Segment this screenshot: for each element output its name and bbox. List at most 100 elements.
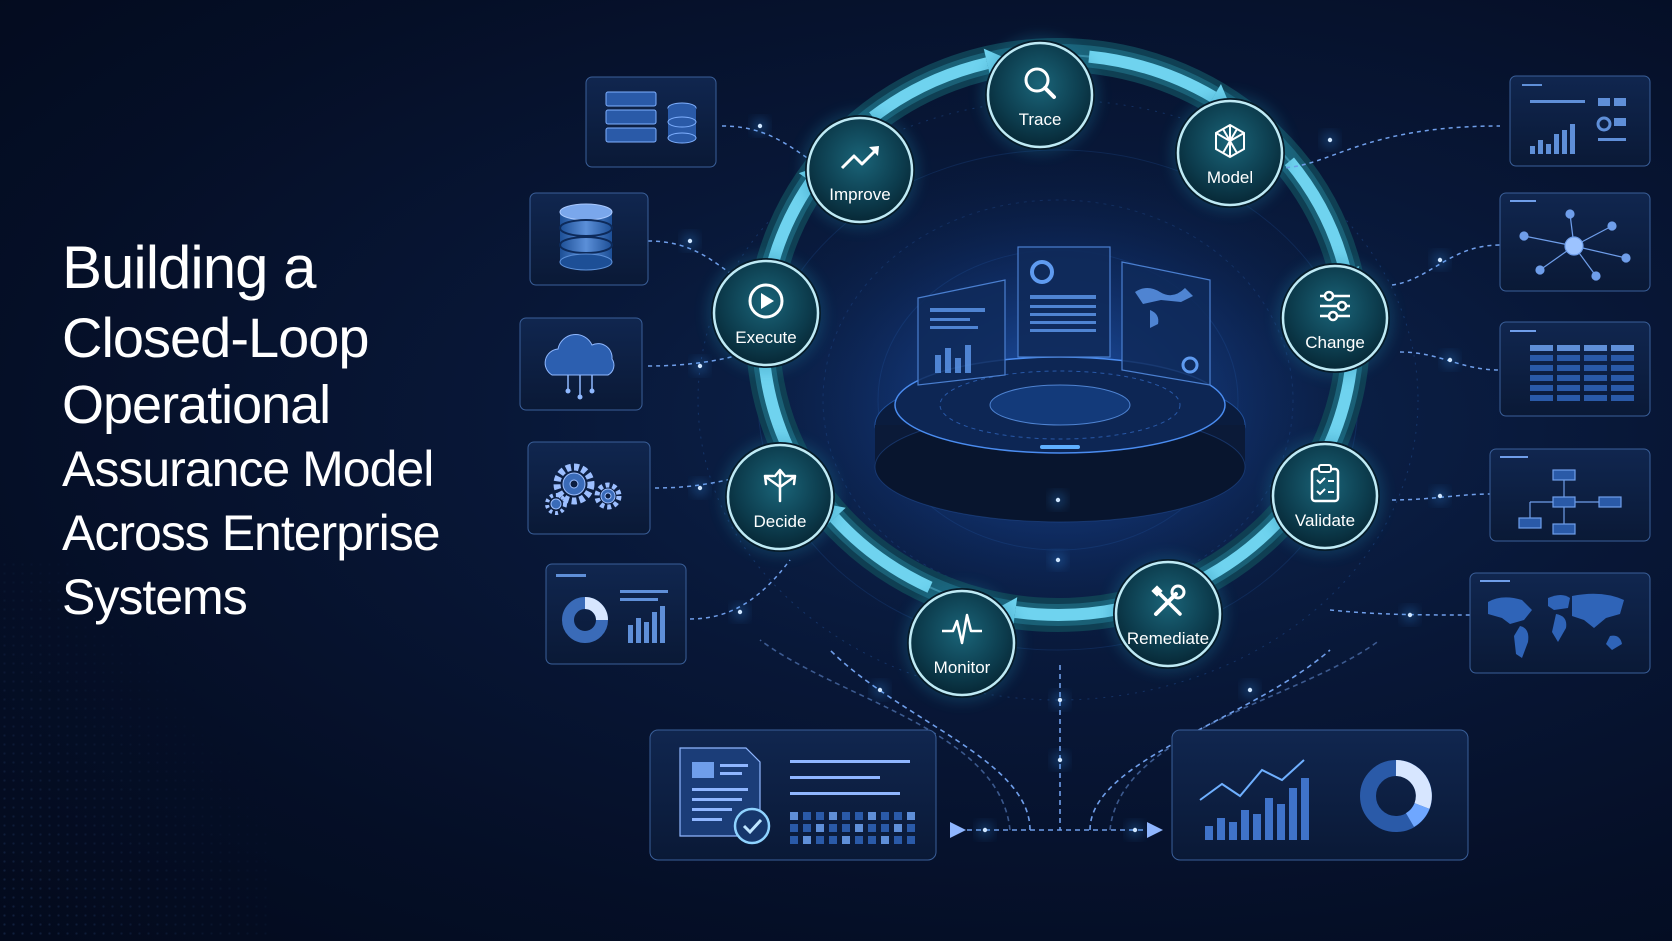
report-grid-cell: [907, 836, 915, 844]
table-cell: [1557, 345, 1580, 351]
table-cell: [1584, 395, 1607, 401]
report-grid-cell: [894, 836, 902, 844]
arrows-split-icon: [763, 468, 797, 503]
glow-dot-core: [877, 687, 883, 693]
stage-node-decide: Decide: [720, 437, 840, 557]
clipboard-check-icon: [1310, 464, 1340, 503]
flow-arrow-shaft: [869, 57, 989, 122]
stage-node-remediate: Remediate: [1108, 554, 1228, 674]
table-cell: [1611, 355, 1634, 361]
glow-dot-core: [737, 609, 743, 615]
right-panel-flow: [1489, 448, 1651, 542]
report-grid-cell: [868, 836, 876, 844]
stage-node-trace: Trace: [980, 35, 1100, 155]
report-grid-cell: [842, 836, 850, 844]
glow-dot-core: [1055, 497, 1061, 503]
report-grid-cell: [855, 836, 863, 844]
report-grid-cell: [803, 812, 811, 820]
left-panel-gears: [527, 441, 651, 535]
glow-dot-core: [1327, 137, 1333, 143]
right-panel-bars: [1509, 75, 1651, 167]
flowchart-icon: [1500, 456, 1622, 535]
table-cell: [1557, 395, 1580, 401]
table-cell: [1611, 385, 1634, 391]
glow-dot-core: [687, 238, 693, 244]
glow-dot-core: [1057, 757, 1063, 763]
report-grid-cell: [868, 812, 876, 820]
title-line-3: Operational: [62, 375, 331, 435]
analytics-dashboard-icon: [556, 574, 668, 643]
data-table-icon: [1510, 330, 1634, 401]
report-grid-cell: [829, 812, 837, 820]
server-rack-icon: [605, 91, 697, 144]
bar-dashboard-icon: [1522, 84, 1626, 154]
sliders-icon: [1320, 290, 1350, 322]
report-grid-cell: [842, 812, 850, 820]
table-cell: [1557, 385, 1580, 391]
right-panel-graph: [1499, 192, 1651, 292]
table-cell: [1584, 375, 1607, 381]
report-grid-cell: [907, 812, 915, 820]
cloud-network-icon: [544, 334, 615, 400]
stage-node-model: Model: [1170, 93, 1290, 213]
report-grid-cell: [881, 812, 889, 820]
report-grid-cell: [816, 824, 824, 832]
node-face: [806, 116, 914, 224]
dot-grid-decoration: [0, 560, 270, 941]
central-platform: [874, 246, 1246, 523]
table-cell: [1584, 365, 1607, 371]
report-grid-cell: [894, 824, 902, 832]
trend-up-icon: [840, 146, 879, 170]
glow-dot-core: [1447, 357, 1453, 363]
stage-label: Decide: [754, 512, 807, 531]
left-panel-server: [585, 76, 717, 168]
glow-dot-core: [1437, 493, 1443, 499]
tools-icon: [1151, 584, 1186, 616]
report-grid-cell: [855, 824, 863, 832]
stage-label: Remediate: [1127, 629, 1209, 648]
title-line-5: Across Enterprise: [62, 505, 441, 561]
page-title: Building a Closed-Loop Operational Assur…: [62, 234, 532, 623]
glow-dot-core: [1247, 687, 1253, 693]
glow-dot-core: [1057, 697, 1063, 703]
flow-arrow-shaft: [830, 513, 933, 593]
glow-dot-core: [1437, 257, 1443, 263]
left-panel-analytics: [545, 563, 687, 665]
bottom-panel-report: [649, 729, 937, 861]
connector-dots: [684, 120, 1456, 836]
database-icon: [559, 203, 613, 271]
glow-dot-core: [697, 363, 703, 369]
table-cell: [1557, 375, 1580, 381]
report-grid-cell: [868, 824, 876, 832]
stage-nodes: TraceModelChangeValidateRemediateMonitor…: [706, 35, 1395, 703]
table-cell: [1611, 365, 1634, 371]
stage-node-execute: Execute: [706, 253, 826, 373]
title-line-4: Assurance Model: [62, 441, 434, 497]
table-cell: [1557, 365, 1580, 371]
node-face: [1271, 442, 1379, 550]
node-face: [712, 259, 820, 367]
table-cell: [1584, 355, 1607, 361]
report-grid-cell: [816, 812, 824, 820]
glow-dot-core: [982, 827, 988, 833]
stage-label: Model: [1207, 168, 1253, 187]
report-grid-cell: [829, 836, 837, 844]
stage-label: Monitor: [934, 658, 991, 677]
node-face: [1114, 560, 1222, 668]
pulse-icon: [942, 613, 982, 645]
table-cell: [1557, 355, 1580, 361]
report-grid-cell: [855, 812, 863, 820]
report-grid-cell: [803, 836, 811, 844]
title-line-1: Building a: [62, 234, 317, 301]
glow-dot-core: [1055, 557, 1061, 563]
right-panel-map: [1469, 572, 1651, 674]
left-panel-cloud: [519, 317, 643, 411]
stage-label: Change: [1305, 333, 1365, 352]
table-cell: [1530, 355, 1553, 361]
stage-node-validate: Validate: [1265, 436, 1385, 556]
report-grid-cell: [790, 836, 798, 844]
report-grid-cell: [894, 812, 902, 820]
left-panel-database: [529, 192, 649, 286]
right-panel-table: [1499, 321, 1651, 417]
